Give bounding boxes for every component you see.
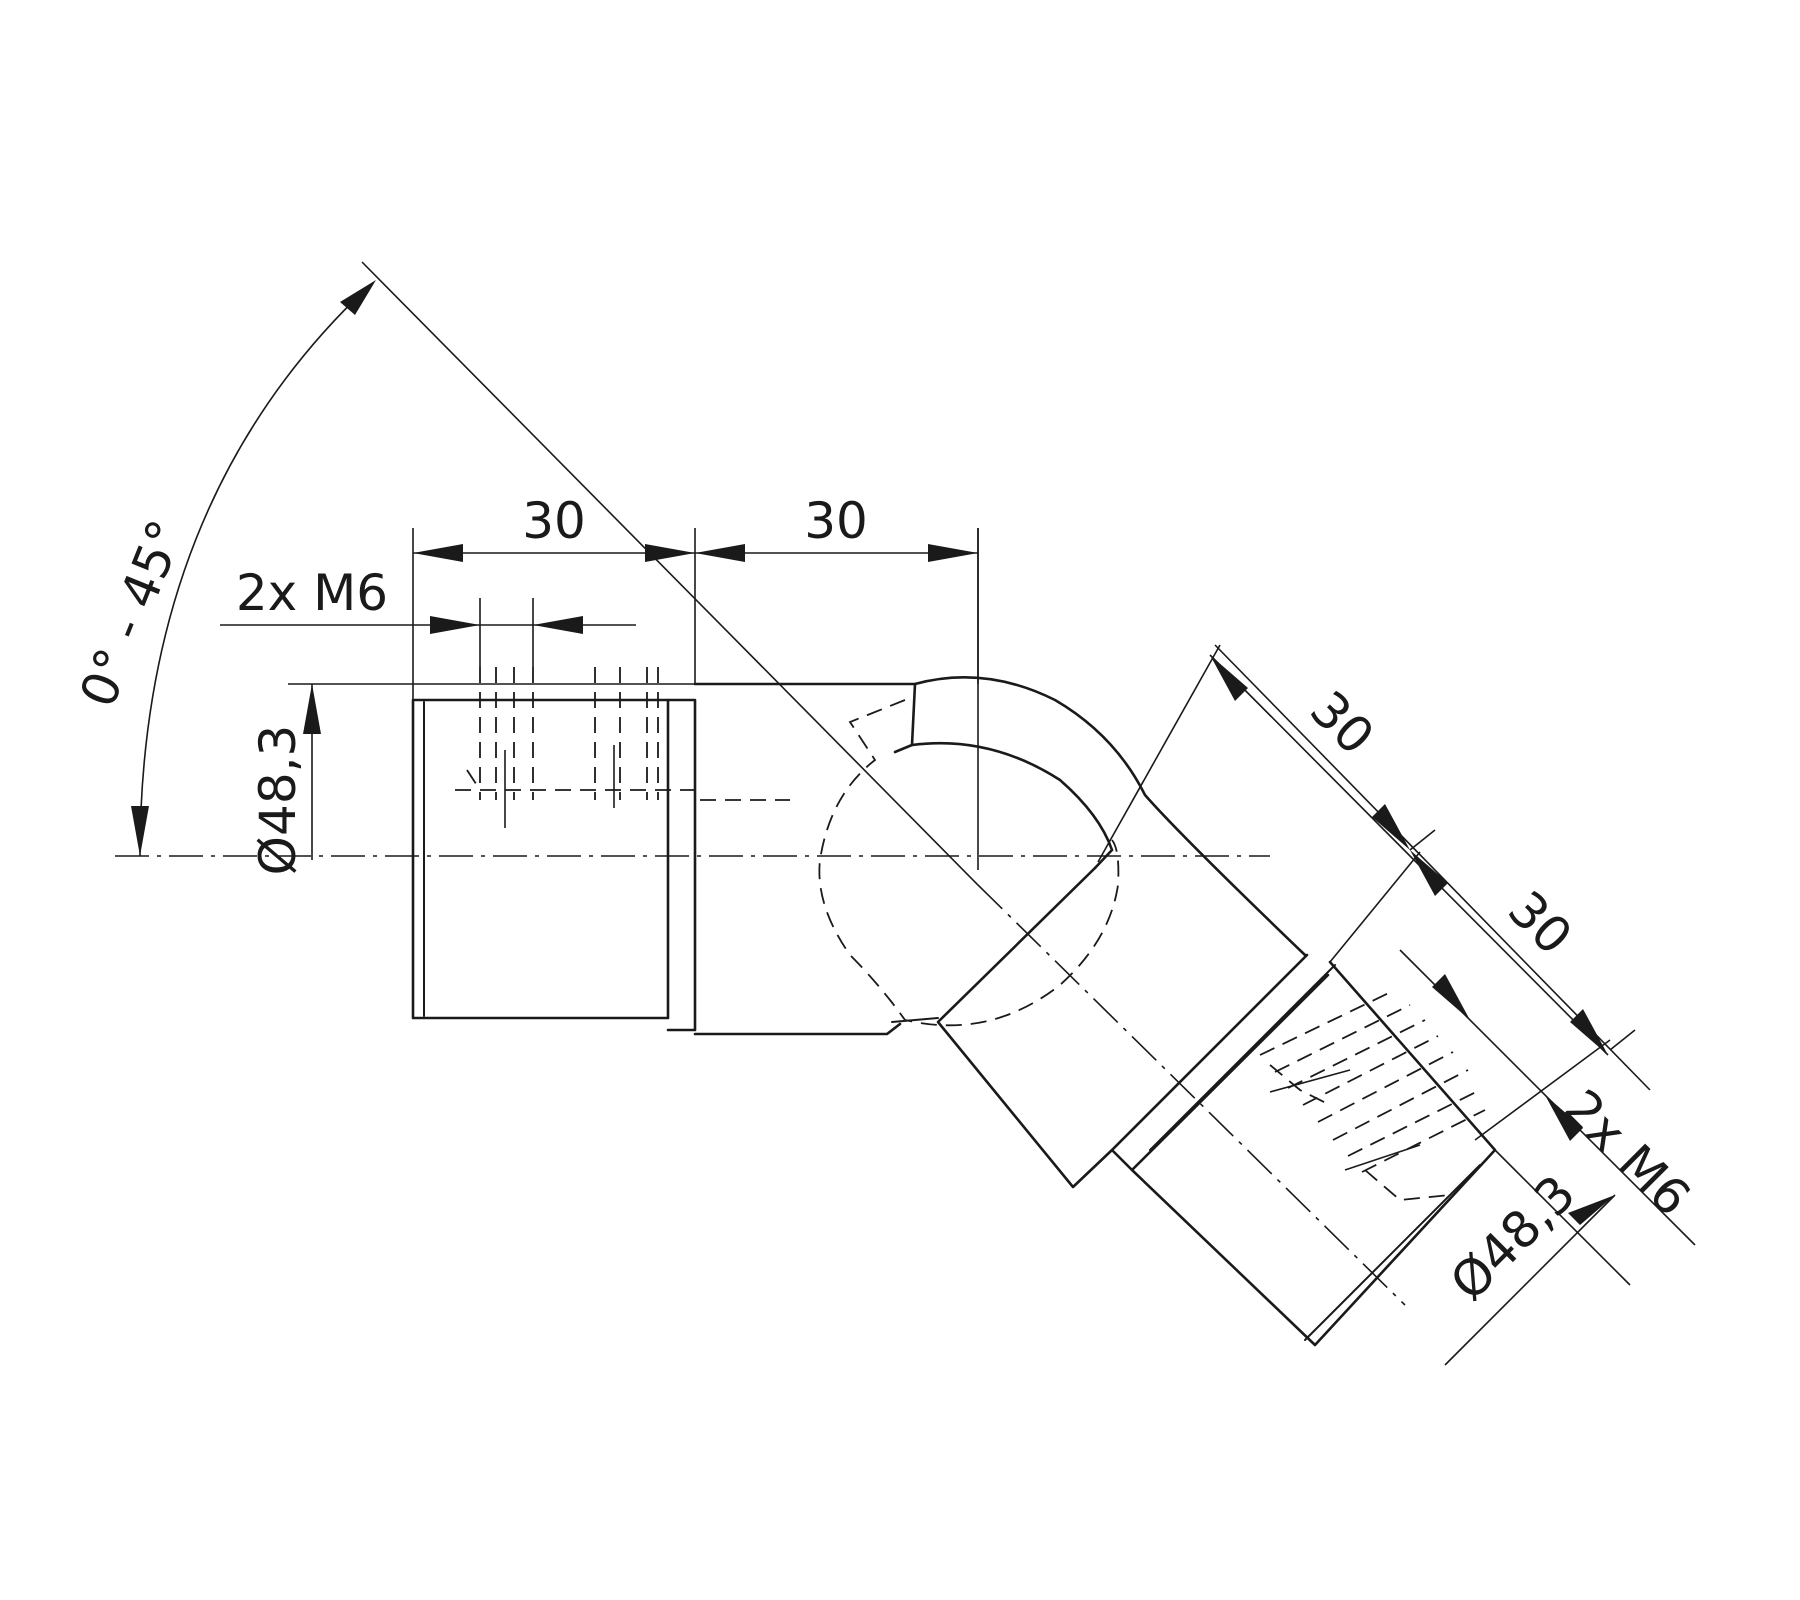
joint-outer-arc <box>913 676 1307 957</box>
angled-collar-inner <box>1149 964 1336 1151</box>
center-lines <box>115 261 1406 1306</box>
horizontal-length-2-label: 30 <box>804 492 868 550</box>
angle-arrow-top <box>340 280 376 315</box>
reference-line-45 <box>361 261 979 886</box>
angle-dimension <box>131 280 376 857</box>
horizontal-dimensions <box>220 528 979 860</box>
angled-collar <box>1110 953 1330 1172</box>
horizontal-thread-label: 2x M6 <box>236 564 388 622</box>
horizontal-diameter-label: Ø48,3 <box>249 725 307 876</box>
ball-joint <box>818 676 1307 1027</box>
horizontal-insert-outline <box>411 698 670 1020</box>
horizontal-body-outline <box>693 682 917 754</box>
angled-body-upper <box>1093 848 1114 870</box>
angled-insert-outline <box>1130 960 1497 1347</box>
angle-arc <box>139 284 371 857</box>
horizontal-length-1-label: 30 <box>522 492 586 550</box>
angled-length-1-label: 30 <box>1299 680 1385 766</box>
angled-thread-holes <box>1259 989 1486 1201</box>
horizontal-body-bottom <box>693 1022 902 1036</box>
angle-arrow-bottom <box>131 806 149 856</box>
angled-center-line <box>977 884 1406 1306</box>
dim-line-angled-diameter <box>1444 1194 1616 1366</box>
horizontal-collar-outline <box>666 698 697 1032</box>
dim-line-angled-length <box>1209 654 1609 1056</box>
joint-lower-edge <box>891 1017 939 1023</box>
horizontal-tube <box>411 667 917 1036</box>
angled-body-outline <box>936 866 1114 1189</box>
angle-label: 0° - 45° <box>69 512 196 715</box>
hidden-ball-outline <box>818 699 1120 1027</box>
angled-dimensions <box>1097 644 1696 1366</box>
horizontal-thread-holes <box>455 667 790 828</box>
angled-tube <box>936 848 1497 1347</box>
angled-length-2-label: 30 <box>1497 880 1583 966</box>
joint-inner-arc <box>910 741 1114 852</box>
angled-insert-edge <box>1304 1164 1481 1341</box>
